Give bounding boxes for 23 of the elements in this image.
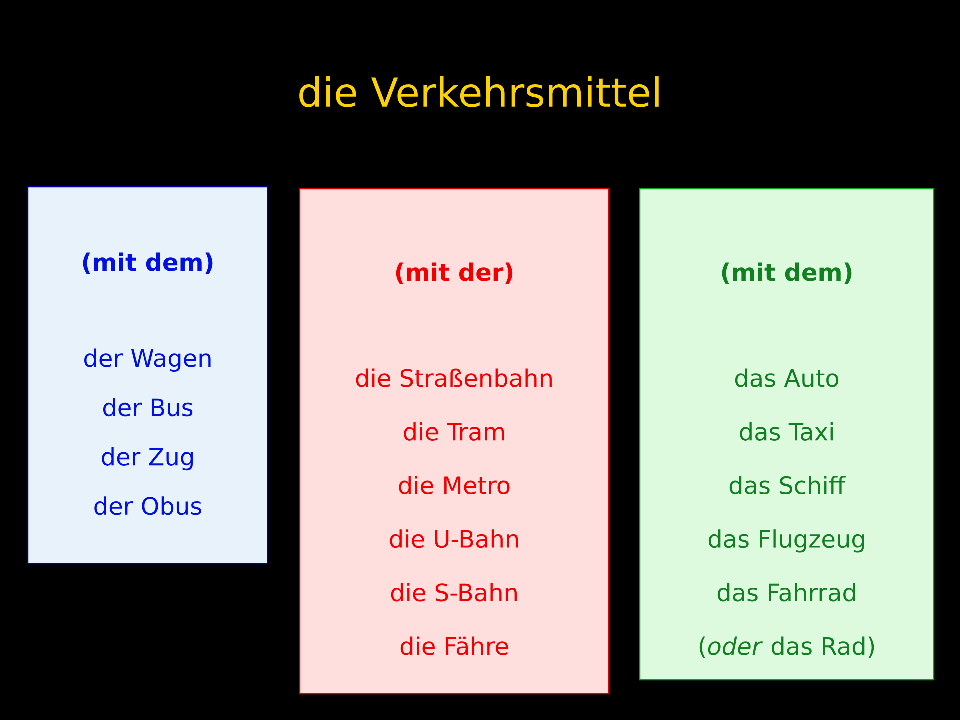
heading: (mit dem): [83, 252, 213, 274]
word-line: das Flugzeug: [708, 530, 864, 553]
word-line: der Bus: [103, 398, 193, 417]
word-line: der Obus: [94, 496, 202, 516]
word-line: (oder das Rad): [700, 636, 874, 658]
word-line: der Wagen: [84, 348, 211, 372]
word-line: der Zug: [102, 447, 193, 471]
word-line: die Fähre: [400, 636, 508, 656]
word-line: die Tram: [404, 422, 504, 441]
word-line: das Schiff: [730, 476, 846, 495]
word-card: [27, 186, 269, 565]
word-line: das Fahrrad: [718, 583, 856, 602]
word-line: das Auto: [735, 368, 839, 388]
heading: (mit der): [396, 262, 513, 284]
word-line: die S-Bahn: [391, 583, 517, 602]
word-line: die Metro: [399, 476, 510, 495]
word-line: die Straßenbahn: [356, 368, 552, 388]
title: die Verkehrsmittel: [300, 76, 659, 108]
word-line: das Taxi: [740, 422, 833, 441]
word-card: [639, 188, 935, 681]
word-line: die U-Bahn: [390, 530, 518, 548]
heading: (mit dem): [722, 262, 852, 284]
word-card: [299, 188, 610, 695]
